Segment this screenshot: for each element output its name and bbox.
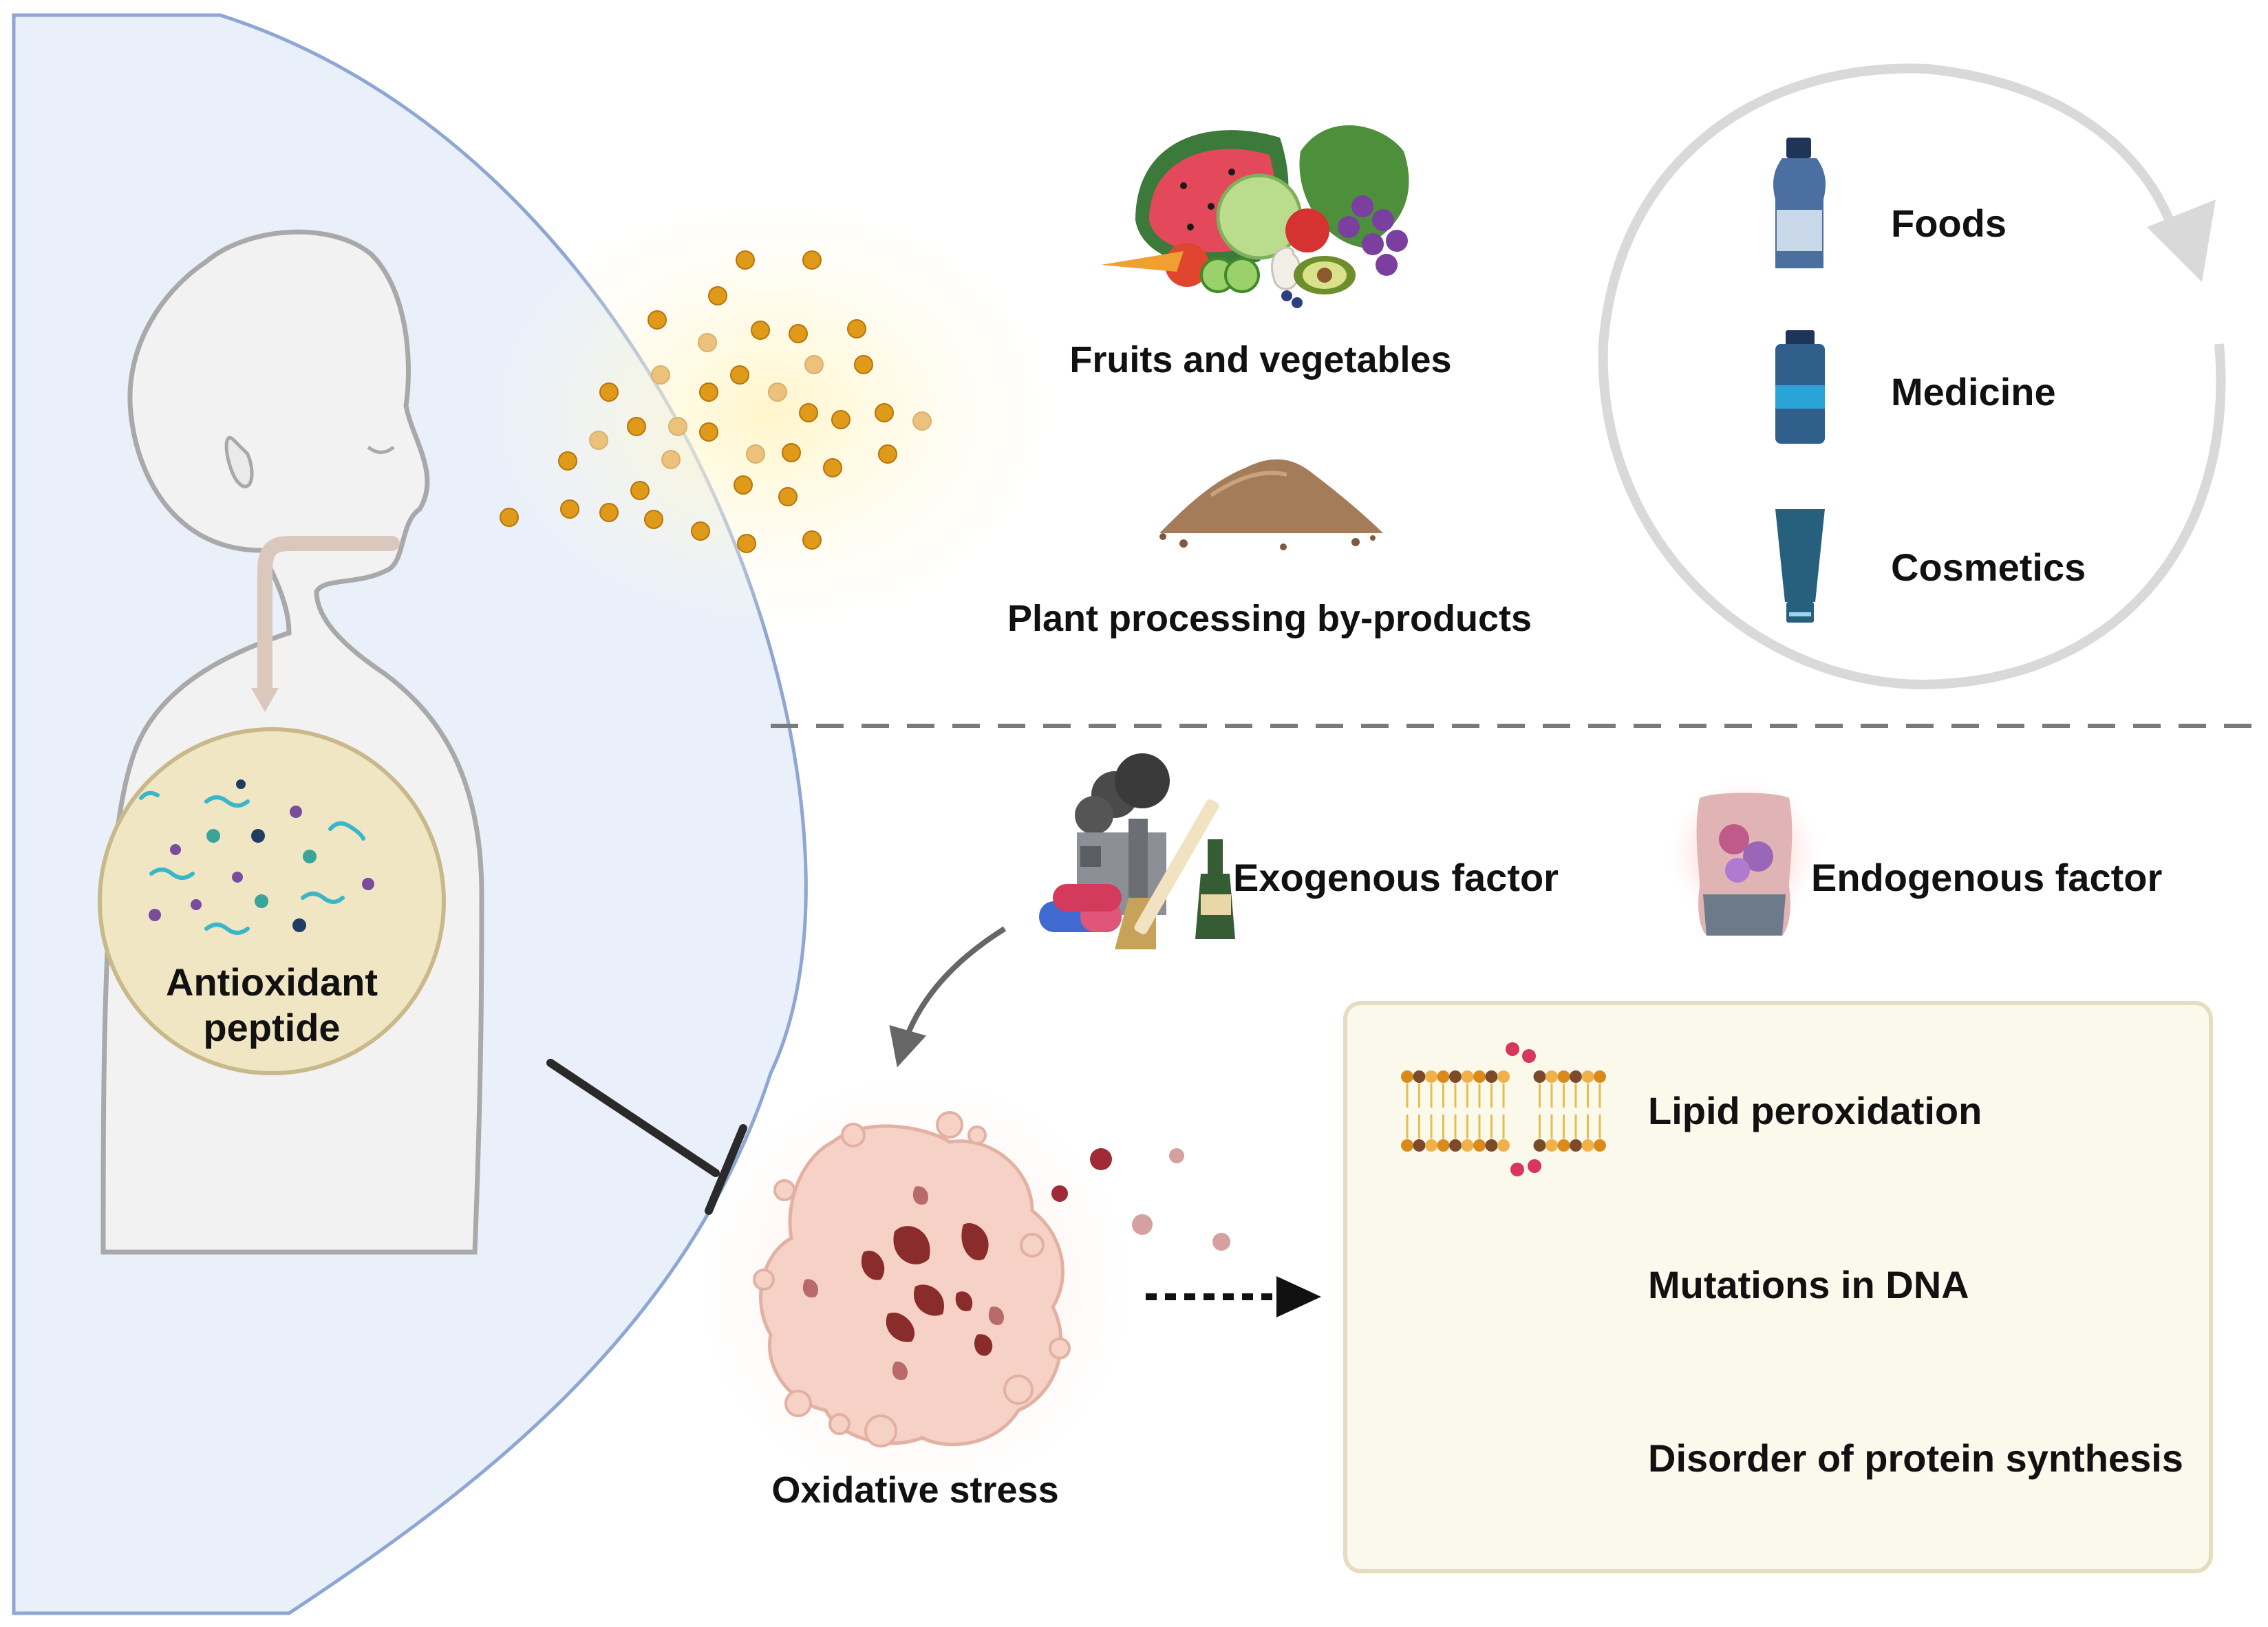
antioxidant-dot	[627, 417, 646, 436]
torso-inflammation-icon	[1696, 793, 1793, 936]
antioxidant-dot	[736, 250, 755, 270]
antioxidant-peptide-line1: Antioxidant	[166, 960, 378, 1004]
antioxidant-dot	[589, 431, 608, 450]
soil-pile-icon	[1159, 459, 1383, 550]
antioxidant-dot	[558, 451, 577, 471]
amino-acid-dots	[149, 779, 374, 932]
antioxidant-dot	[831, 410, 850, 429]
antioxidant-dot	[854, 355, 873, 374]
bottle-icon	[1773, 138, 1826, 268]
antioxidant-dot	[648, 310, 667, 330]
antioxidant-dot	[751, 321, 770, 340]
exogenous-to-stress-arrow	[889, 926, 1007, 1068]
antioxidant-dot	[737, 534, 756, 553]
antioxidant-dot	[778, 487, 798, 506]
lipid-peroxidation-label: Lipid peroxidation	[1648, 1089, 1982, 1132]
antioxidant-dot	[804, 355, 824, 374]
antioxidant-dot	[746, 444, 765, 464]
cycle-arrow	[1598, 63, 2226, 690]
antioxidant-dot	[789, 324, 808, 343]
antioxidant-dot	[878, 444, 897, 464]
cosmetics-label: Cosmetics	[1891, 546, 2086, 589]
antioxidant-dot	[661, 450, 681, 469]
ros-particles	[1051, 1148, 1230, 1251]
antioxidant-dot	[875, 403, 894, 422]
antioxidant-dot	[599, 382, 619, 402]
inhibition-symbol	[546, 1059, 747, 1215]
antioxidant-peptide-label: Antioxidant peptide	[166, 960, 378, 1050]
oxidative-stress-label: Oxidative stress	[771, 1469, 1059, 1511]
antioxidant-dot	[802, 250, 822, 270]
antioxidant-dot	[500, 508, 519, 527]
antioxidant-dot	[734, 475, 753, 495]
exogenous-factor-label: Exogenous factor	[1233, 856, 1559, 899]
antioxidant-dot	[630, 481, 650, 500]
fruit-vegetable-icon	[1101, 125, 1409, 308]
antioxidant-dots	[500, 250, 932, 553]
antioxidant-dot	[708, 286, 727, 305]
antioxidant-peptide-line2: peptide	[203, 1006, 341, 1049]
peptide-fragments	[139, 790, 365, 935]
endogenous-factor-label: Endogenous factor	[1811, 856, 2163, 899]
antioxidant-dot	[698, 333, 717, 352]
stomach-circle	[98, 727, 446, 1075]
antioxidant-dot	[802, 530, 822, 550]
damaged-cell-icon	[753, 1111, 1230, 1447]
antioxidant-dot	[560, 499, 579, 519]
antioxidant-dot	[691, 521, 710, 541]
antioxidant-dot	[847, 319, 866, 338]
foods-label: Foods	[1891, 202, 2007, 245]
antioxidant-dot	[799, 403, 818, 422]
antioxidant-dot	[599, 503, 619, 522]
antioxidant-dot	[644, 510, 663, 529]
medicine-jar-icon	[1775, 330, 1825, 444]
antioxidant-dot	[782, 443, 801, 462]
factory-pollution-icon	[1039, 753, 1235, 949]
antioxidant-dot	[912, 411, 932, 431]
mutations-dna-label: Mutations in DNA	[1648, 1263, 1969, 1306]
antioxidant-dot	[730, 365, 749, 385]
plant-by-products-label: Plant processing by-products	[1007, 598, 1532, 639]
fruits-vegetables-label: Fruits and vegetables	[1069, 339, 1452, 380]
medicine-label: Medicine	[1891, 370, 2056, 413]
antioxidant-dot	[699, 382, 718, 402]
antioxidant-dot	[768, 382, 787, 402]
antioxidant-dot	[668, 417, 687, 436]
antioxidant-dot	[651, 365, 670, 385]
antioxidant-dot	[699, 422, 718, 442]
protein-synthesis-label: Disorder of protein synthesis	[1648, 1436, 2183, 1480]
cosmetic-tube-icon	[1775, 509, 1825, 623]
antioxidant-dot	[823, 458, 842, 477]
